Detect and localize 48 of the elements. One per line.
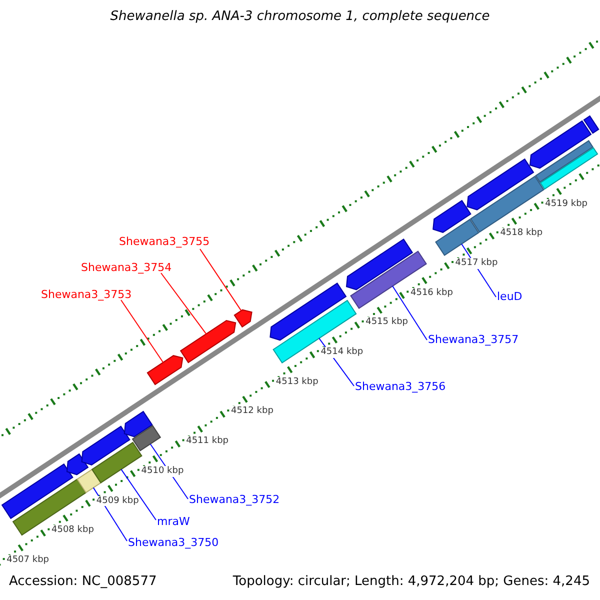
position-label: 4516 kbp [410,288,453,298]
gene-bar [180,320,236,364]
gene-label: mraW [157,515,190,528]
position-label: 4514 kbp [320,347,364,358]
gene-label: Shewana3_3752 [189,493,280,506]
gene-bar [1,463,74,520]
gene-bar [435,218,480,256]
gene-bar [91,442,142,484]
gene-bar [270,282,347,341]
position-label: 4509 kbp [96,496,139,506]
gene-bar [76,468,102,494]
gene-bar [146,355,184,386]
gene-bar [466,158,534,210]
gene-label: Shewana3_3757 [428,333,519,346]
gene-bar [540,147,598,190]
leader-line [120,468,156,520]
position-label: 4513 kbp [276,376,318,388]
gene-label: leuD [497,290,522,304]
gene-label: Shewana3_3754 [81,261,172,274]
leader-line [160,272,207,334]
gene-bar [583,115,600,134]
topology-text: Topology: circular; Length: 4,972,204 bp; Genes: 4,245 [232,574,590,590]
gene-bar [124,410,153,438]
gene-bar [81,426,130,466]
position-label: 4508 kbp [52,525,94,536]
gene-label: Shewana3_3753 [41,288,132,302]
position-label: 4518 kbp [500,228,543,239]
accession-text: Accession: NC_008577 [9,574,157,590]
gene-bar [535,140,594,183]
title: Shewanella sp. ANA-3 chromosome 1, complete sequence [109,9,491,25]
position-label: 4517 kbp [455,258,498,269]
gene-bar [432,200,472,233]
leader-line [120,300,164,363]
position-label: 4511 kbp [186,436,228,447]
position-label: 4512 kbp [231,406,274,418]
gene-bar [132,425,162,452]
position-label: 4507 kbp [6,554,49,566]
gene-bar [529,120,592,169]
position-label: 4510 kbp [141,466,184,477]
gene-label: Shewana3_3755 [119,235,210,248]
position-label: 4515 kbp [366,317,408,328]
gene-bar [66,453,89,476]
leader-line [200,248,242,312]
leader-line [392,286,428,340]
gene-label: Shewana3_3750 [128,536,219,550]
gene-label: Shewana3_3756 [355,380,446,394]
gene-bar [234,309,252,328]
position-label: 4519 kbp [545,198,588,210]
